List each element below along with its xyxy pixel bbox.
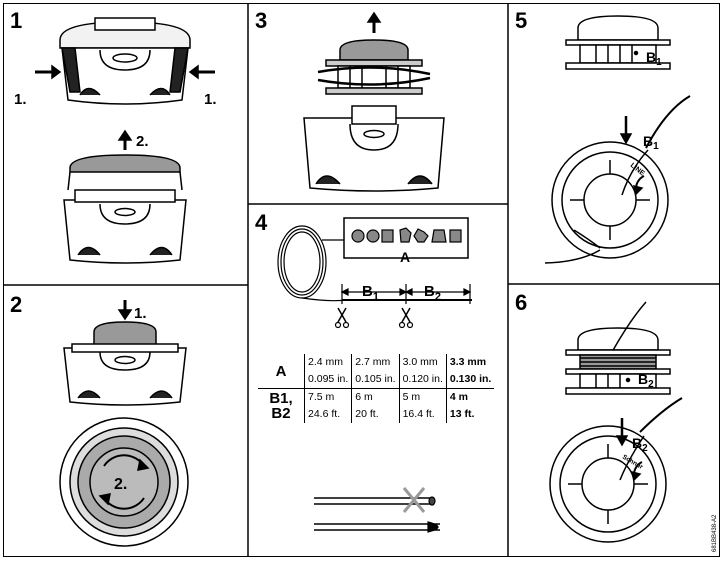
table-cell: 0.130 in. bbox=[445, 371, 495, 389]
table-cell: 4 m bbox=[445, 389, 495, 406]
table-cell: 5 m bbox=[398, 389, 447, 406]
table-cell: 0.095 in. bbox=[303, 371, 352, 389]
panel-1-step1-left: 1. bbox=[14, 91, 27, 108]
panel-4-label-b2: B2 bbox=[424, 283, 441, 303]
table-cell: 0.120 in. bbox=[398, 371, 447, 389]
table-cell: 3.0 mm bbox=[398, 354, 447, 371]
panel-1-step2: 2. bbox=[136, 133, 149, 150]
panel-3-number: 3 bbox=[255, 8, 268, 33]
panel-4-illustration bbox=[277, 217, 472, 533]
table-cell: 13 ft. bbox=[445, 406, 495, 423]
panel-5-label-b1-top: B1 bbox=[646, 49, 662, 68]
document-code: 681BB438-A2 bbox=[712, 514, 718, 552]
table-cell: 24.6 ft. bbox=[303, 406, 352, 423]
panel-4-label-a: A bbox=[400, 249, 410, 265]
table-row: 24.6 ft. 20 ft. 16.4 ft. 13 ft. bbox=[258, 406, 495, 423]
table-row: 0.095 in. 0.105 in. 0.120 in. 0.130 in. bbox=[258, 371, 495, 389]
panel-2-step2: 2. bbox=[114, 476, 127, 493]
panel-3-illustration bbox=[303, 11, 445, 192]
panel-1-illustration bbox=[35, 17, 215, 264]
panel-2-number: 2 bbox=[10, 292, 23, 317]
panel-2-step1: 1. bbox=[134, 305, 147, 322]
table-row: A 2.4 mm 2.7 mm 3.0 mm 3.3 mm bbox=[258, 354, 495, 378]
table-cell: 2.4 mm bbox=[303, 354, 352, 371]
panel-4-label-b1: B1 bbox=[362, 283, 379, 303]
panel-5-illustration bbox=[544, 15, 691, 264]
row-head-a: A bbox=[275, 362, 287, 380]
panel-6-label-b2-top: B2 bbox=[638, 371, 654, 390]
table-cell: 2.7 mm bbox=[351, 354, 400, 371]
panel-2-illustration bbox=[59, 300, 189, 547]
table-cell: 3.3 mm bbox=[445, 354, 495, 371]
table-cell: 7.5 m bbox=[303, 389, 352, 406]
panel-4-number: 4 bbox=[255, 210, 268, 235]
table-cell: 20 ft. bbox=[351, 406, 400, 423]
table-row: B1, B2 7.5 m 6 m 5 m 4 m bbox=[258, 389, 495, 421]
table-cell: 0.105 in. bbox=[351, 371, 400, 389]
table-cell: 6 m bbox=[351, 389, 400, 406]
panel-5-label-b1-bottom: B1 bbox=[643, 133, 659, 152]
row-head-b: B1, B2 bbox=[269, 390, 293, 422]
instruction-sheet-frame bbox=[3, 3, 720, 557]
panel-6-number: 6 bbox=[515, 290, 528, 315]
panel-1-number: 1 bbox=[10, 8, 23, 33]
panel-6-label-b2-bottom: B2 bbox=[632, 435, 648, 454]
panel-5-number: 5 bbox=[515, 8, 528, 33]
table-separator bbox=[258, 388, 495, 389]
table-cell: 16.4 ft. bbox=[398, 406, 447, 423]
line-size-table: A 2.4 mm 2.7 mm 3.0 mm 3.3 mm 0.095 in. … bbox=[258, 354, 495, 423]
panel-6-illustration bbox=[549, 301, 683, 543]
panel-1-step1-right: 1. bbox=[204, 91, 217, 108]
